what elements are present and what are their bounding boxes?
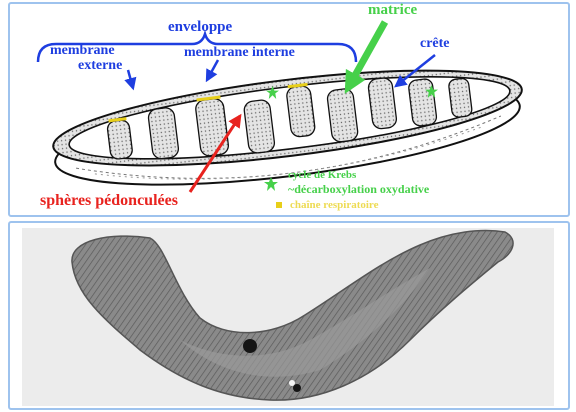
enveloppe-label: enveloppe (168, 20, 232, 35)
micrograph-dense-granule (243, 339, 257, 353)
legend-decarboxylation-text: ~décarboxylation oxydative (288, 183, 429, 195)
membrane-externe-arrow (128, 70, 133, 88)
spheres-pedonculees-label: sphères pédonculées (40, 193, 178, 209)
crista (107, 119, 133, 159)
matrice-label: matrice (368, 3, 417, 18)
crista (408, 78, 437, 127)
crista (243, 99, 275, 154)
crista (195, 98, 230, 157)
micrograph-light-spot (289, 380, 295, 386)
micrograph-dense-granule (293, 384, 301, 392)
membrane-externe-label-line2: externe (78, 59, 122, 73)
membrane-externe-label-line1: membrane (50, 44, 115, 58)
crista (448, 78, 472, 118)
membrane-interne-label: membrane interne (184, 46, 295, 60)
crete-label: crête (420, 37, 450, 51)
legend-chaine-respiratoire-text: chaîne respiratoire (290, 200, 379, 211)
crista (327, 88, 359, 143)
crista (147, 107, 179, 160)
yellow-square-icon (276, 202, 282, 208)
legend-krebs-text: cycle de Krebs (288, 170, 356, 181)
membrane-interne-arrow (207, 60, 218, 80)
